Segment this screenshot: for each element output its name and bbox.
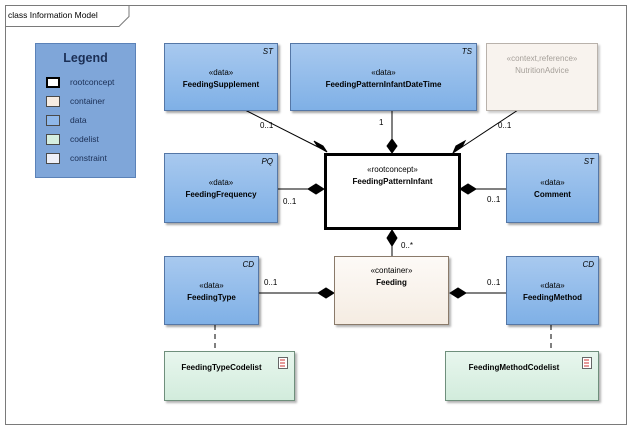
class-feeding-pattern-infant-datetime[interactable]: TS «data» FeedingPatternInfantDateTime [290,43,477,111]
class-name: FeedingPatternInfant [352,177,433,186]
class-name: FeedingFrequency [185,190,257,199]
datatype-tag: PQ [261,157,273,166]
datatype-tag: CD [242,260,254,269]
multiplicity-feeding-method: 0..1 [487,278,501,287]
legend-label-codelist: codelist [70,134,99,144]
class-name: FeedingMethod [522,293,583,302]
stereotype-label: «data» [540,178,565,187]
legend-swatch-container [46,96,60,107]
diamond-feeding [386,229,398,247]
class-name: FeedingMethodCodelist [468,363,560,372]
datatype-tag: ST [262,47,273,56]
class-feeding[interactable]: «container» Feeding [334,256,449,325]
stereotype-label: «data» [208,68,234,77]
diamond-feeding-method [449,287,467,299]
diamond-nutrition-advice [451,139,467,155]
diamond-supplement [313,140,328,153]
legend-title: Legend [63,51,108,65]
legend-label-data: data [70,115,87,125]
datatype-tag: ST [583,157,594,166]
diamond-datetime [386,138,398,154]
diagram-frame [5,5,627,425]
stereotype-label: «rootconcept» [367,165,418,174]
class-feeding-type-codelist[interactable]: FeedingTypeCodelist [164,351,295,401]
multiplicity-comment: 0..1 [487,195,501,204]
legend: Legend rootconcept container data codeli… [35,43,136,178]
frame-tab-shape [5,5,130,27]
stereotype-label: «data» [371,68,396,77]
codelist-icon [278,357,288,369]
link-supplement [244,109,319,148]
class-name: FeedingPatternInfantDateTime [325,80,442,89]
multiplicity-supplement: 0..1 [260,121,274,130]
diamond-frequency [307,183,325,195]
class-name: Comment [534,190,571,199]
legend-swatch-data [46,115,60,126]
class-name: NutritionAdvice [515,66,569,75]
legend-swatch-constraint [46,153,60,164]
codelist-icon [582,357,592,369]
class-feeding-supplement[interactable]: ST «data» FeedingSupplement [164,43,278,111]
multiplicity-feeding: 0..* [401,241,414,250]
legend-label-rootconcept: rootconcept [70,77,115,87]
class-name: Feeding [376,278,407,287]
class-feeding-method[interactable]: CD «data» FeedingMethod [506,256,599,325]
datatype-tag: CD [582,260,594,269]
multiplicity-datetime: 1 [379,118,384,127]
legend-label-constraint: constraint [70,153,107,163]
class-nutrition-advice[interactable]: «context,reference» NutritionAdvice [486,43,598,111]
frame-title: class Information Model [8,10,98,20]
class-comment[interactable]: ST «data» Comment [506,153,599,223]
legend-label-container: container [70,96,105,106]
class-name: FeedingSupplement [182,80,260,89]
diamond-comment [459,183,477,195]
class-feeding-method-codelist[interactable]: FeedingMethodCodelist [445,351,599,401]
stereotype-label: «data» [540,281,565,290]
stereotype-label: «data» [208,178,234,187]
class-feeding-type[interactable]: CD «data» FeedingType [164,256,259,325]
class-feeding-frequency[interactable]: PQ «data» FeedingFrequency [164,153,278,223]
link-nutrition-advice [461,109,519,148]
class-feeding-pattern-infant[interactable]: «rootconcept» FeedingPatternInfant [324,153,461,230]
datatype-tag: TS [461,47,472,56]
diamond-feeding-type [317,287,335,299]
stereotype-label: «container» [370,266,413,275]
multiplicity-nutrition-advice: 0..1 [498,121,512,130]
multiplicity-feeding-type: 0..1 [264,278,278,287]
class-name: FeedingTypeCodelist [181,363,262,372]
multiplicity-frequency: 0..1 [283,197,297,206]
class-name: FeedingType [187,293,236,302]
stereotype-label: «data» [199,281,224,290]
legend-swatch-rootconcept [46,77,60,88]
legend-swatch-codelist [46,134,60,145]
stereotype-label: «context,reference» [506,54,578,63]
